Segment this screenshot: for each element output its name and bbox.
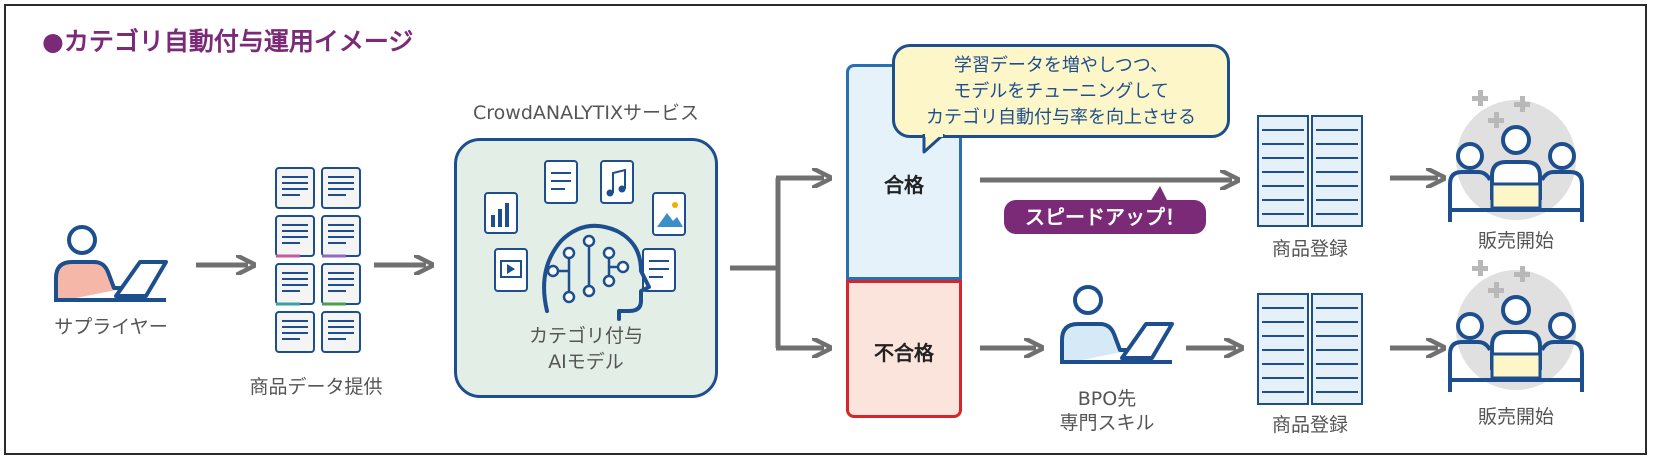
pass-label: 合格 [884,173,924,197]
sales-label-top: 販売開始 [1477,230,1554,252]
doc-file-icon [642,248,676,292]
service-header: CrowdANALYTIXサービス [473,102,699,124]
music-file-icon [600,160,634,204]
badge-tail-icon [1150,186,1168,202]
bpo-label-line1: BPO先 [1077,388,1137,410]
supplier-label: サプライヤー [54,316,168,338]
text-file-icon [544,160,578,204]
sales-label-bottom: 販売開始 [1477,406,1554,428]
server-icon [1257,293,1363,405]
speech-bubble: 学習データを増やしつつ、 モデルをチューニングして カテゴリ自動付与率を向上させ… [892,44,1230,138]
supplier-icon [54,225,168,302]
document-stack-icon [275,167,361,353]
branch-arrow [730,178,824,348]
server-icon [1257,115,1363,227]
video-file-icon [494,248,528,292]
fail-label: 不合格 [874,341,934,365]
registration-label-top: 商品登録 [1271,238,1348,260]
service-caption-line1: カテゴリ付与 [528,325,643,347]
bubble-line-2: モデルをチューニングして [953,81,1169,102]
registration-label-bottom: 商品登録 [1271,414,1348,436]
speed-up-badge: スピードアップ！ [1004,200,1206,234]
bubble-line-3: カテゴリ自動付与率を向上させる [926,107,1196,128]
page-title: ●カテゴリ自動付与運用イメージ [42,27,414,56]
chart-icon [484,192,518,234]
team-meeting-icon [1448,90,1584,222]
bpo-label-line2: 専門スキル [1059,412,1155,434]
service-caption-line2: AIモデル [548,351,624,373]
ai-service-box: カテゴリ付与 AIモデル [454,138,718,398]
product-data-label: 商品データ提供 [249,376,383,398]
team-meeting-icon [1448,260,1584,392]
bubble-tail-icon [922,134,946,154]
fail-box: 不合格 [846,280,962,418]
image-file-icon [652,192,686,236]
bubble-line-1: 学習データを増やしつつ、 [953,55,1169,76]
ai-head-icon [484,160,686,321]
bpo-person-icon [1060,285,1174,364]
